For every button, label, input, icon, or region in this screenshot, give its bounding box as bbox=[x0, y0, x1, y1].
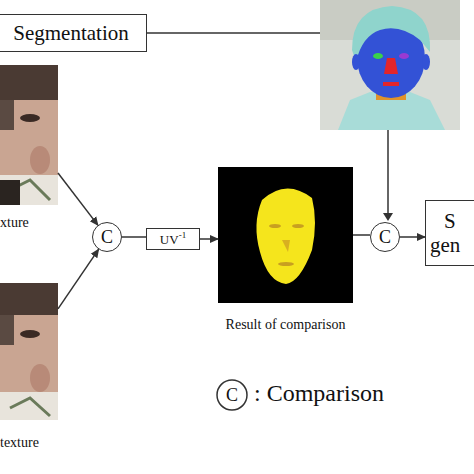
connector bbox=[58, 249, 99, 309]
arrow-head bbox=[383, 213, 393, 221]
comparison-circle: C bbox=[370, 222, 400, 252]
face-texture-image bbox=[0, 65, 58, 205]
process-box: Segmentation bbox=[0, 14, 147, 52]
image-caption: xture bbox=[0, 215, 29, 231]
legend-text: : Comparison bbox=[254, 380, 384, 407]
circle-label: C bbox=[101, 227, 113, 248]
box-label: Segmentation bbox=[13, 21, 128, 45]
process-box: Sgen bbox=[425, 200, 474, 266]
comparison-result-image bbox=[218, 167, 353, 303]
image-frame: texture bbox=[0, 283, 58, 420]
box-label: UV bbox=[160, 232, 179, 247]
text-row: UV-1 bbox=[160, 230, 186, 248]
box-label: S bbox=[426, 209, 456, 233]
image-frame: xture bbox=[0, 65, 58, 205]
connector bbox=[122, 236, 146, 238]
circle-label: C bbox=[379, 227, 391, 248]
box-label: gen bbox=[426, 233, 460, 257]
connector bbox=[400, 236, 425, 238]
legend-symbol bbox=[217, 380, 247, 410]
image-frame: Result of comparison bbox=[218, 167, 353, 303]
leader-line bbox=[147, 32, 320, 34]
connector bbox=[353, 234, 370, 236]
leader-arrow bbox=[387, 130, 389, 214]
face-texture-image bbox=[0, 283, 58, 420]
connector bbox=[200, 238, 218, 240]
process-box: UV-1 bbox=[146, 228, 200, 250]
segmentation-image bbox=[320, 0, 460, 130]
image-caption: texture bbox=[0, 435, 39, 451]
legend-symbol-letter: C bbox=[226, 385, 238, 406]
superscript: -1 bbox=[179, 230, 187, 240]
comparison-circle: C bbox=[92, 222, 122, 252]
image-caption: Result of comparison bbox=[226, 317, 346, 333]
connector bbox=[58, 173, 98, 225]
